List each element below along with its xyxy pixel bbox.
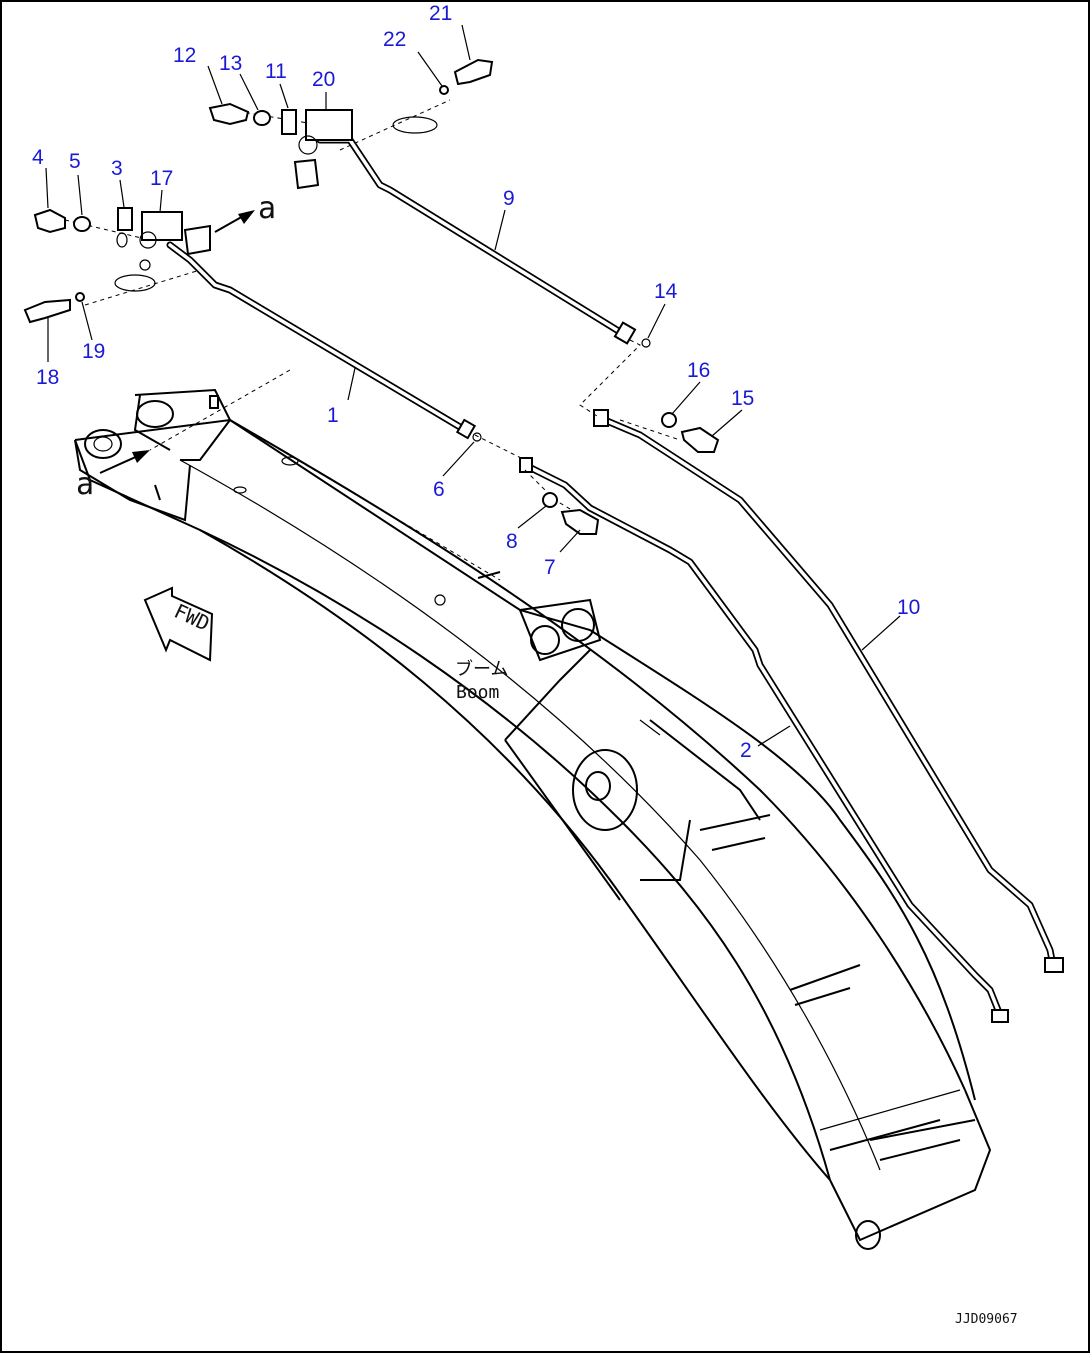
callout-12: 12: [173, 44, 196, 67]
callout-14: 14: [654, 280, 678, 303]
callout-numbers: 4 5 3 17 18 19 12 13 11 20 21 22 1 9 14 …: [32, 2, 920, 762]
fwd-label: FWD: [171, 599, 214, 636]
leader-lines: [45, 24, 901, 747]
pipes: [166, 136, 1064, 1023]
callout-2: 2: [740, 739, 752, 762]
hardware: [23, 58, 720, 535]
callout-15: 15: [731, 387, 754, 410]
callout-17: 17: [150, 167, 173, 190]
callout-9: 9: [503, 187, 515, 210]
callout-10: 10: [897, 596, 920, 619]
callout-7: 7: [544, 556, 556, 579]
callout-13: 13: [219, 52, 242, 75]
view-arrows: [99, 210, 255, 474]
callout-19: 19: [82, 340, 105, 363]
callout-18: 18: [36, 366, 59, 389]
boom-body: [74, 388, 992, 1250]
callout-21: 21: [429, 2, 452, 25]
callout-20: 20: [312, 68, 335, 91]
view-label-left: a: [76, 467, 94, 502]
callout-1: 1: [327, 404, 339, 427]
callout-4: 4: [32, 146, 44, 169]
fwd-arrow: [143, 586, 214, 662]
callout-22: 22: [383, 28, 406, 51]
callout-8: 8: [506, 530, 518, 553]
callout-5: 5: [69, 150, 81, 173]
callout-16: 16: [687, 359, 710, 382]
boom-label-jp: ブーム: [455, 658, 508, 680]
boom-label-en: Boom: [456, 682, 499, 703]
callout-3: 3: [111, 157, 123, 180]
callout-11: 11: [265, 60, 287, 83]
view-label-top: a: [258, 191, 276, 226]
drawing-code: JJD09067: [955, 1312, 1018, 1327]
callout-6: 6: [433, 478, 445, 501]
